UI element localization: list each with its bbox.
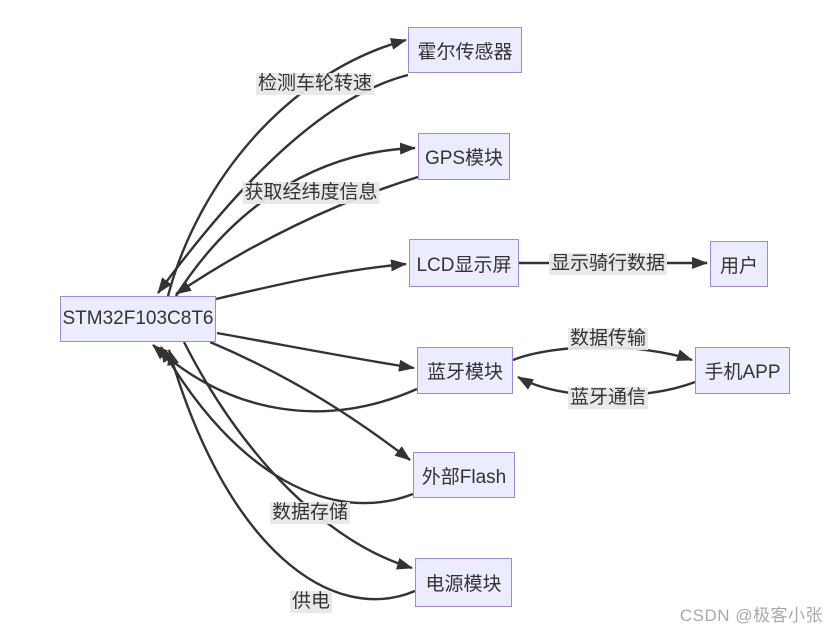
edge-label-power-supply: 供电 [289, 591, 333, 613]
node-power-module: 电源模块 [415, 558, 512, 607]
edge-label-bt-comm: 蓝牙通信 [567, 387, 649, 409]
node-user: 用户 [710, 241, 768, 287]
edge-label-data-storage: 数据存储 [269, 502, 351, 524]
edge-hall-to-stm32 [157, 73, 409, 294]
edge-stm32-to-lcd [215, 259, 407, 301]
edge-gps-to-stm32 [175, 175, 419, 295]
node-gps-module: GPS模块 [418, 133, 510, 180]
edge-label-gps-info: 获取经纬度信息 [242, 182, 380, 204]
edge-bt-to-stm32 [152, 344, 418, 413]
node-hall-sensor: 霍尔传感器 [408, 27, 522, 73]
node-lcd-display: LCD显示屏 [409, 239, 519, 287]
csdn-watermark: CSDN @极客小张 [679, 606, 823, 625]
edge-label-data-transfer: 数据传输 [567, 328, 649, 350]
edge-stm32-to-flash [209, 340, 411, 461]
node-external-flash: 外部Flash [413, 452, 515, 498]
node-bluetooth-module: 蓝牙模块 [417, 347, 513, 394]
node-stm32: STM32F103C8T6 [60, 296, 216, 342]
edge-stm32-to-gps [174, 142, 416, 297]
edge-stm32-to-hall [166, 38, 407, 297]
edge-flash-to-stm32 [159, 346, 414, 505]
edge-stm32-to-power [182, 341, 413, 570]
edge-label-wheel-speed: 检测车轮转速 [255, 73, 375, 95]
edge-label-riding-data: 显示骑行数据 [548, 253, 668, 275]
edge-power-to-stm32 [167, 349, 416, 601]
edge-stm32-to-bt [216, 331, 415, 372]
node-phone-app: 手机APP [695, 347, 790, 394]
